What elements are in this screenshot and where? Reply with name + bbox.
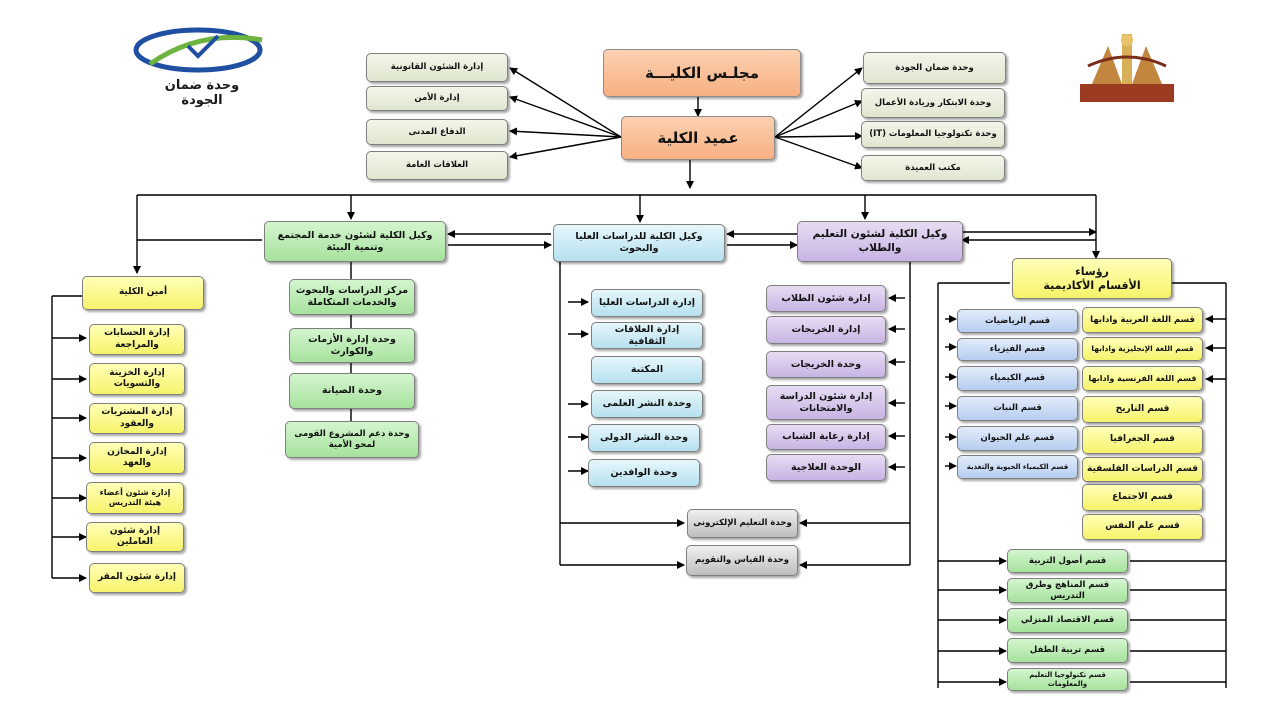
secretary-item: إدارة الحسابات والمراجعة: [89, 324, 185, 355]
education-department: قسم تربية الطفل: [1007, 638, 1128, 663]
science-department: قسم الرياضيات: [957, 309, 1078, 333]
department-heads-title-line1: رؤساء: [1075, 264, 1109, 278]
security-box: إدارة الأمن: [366, 86, 508, 111]
ain-shams-university-logo: [1080, 34, 1174, 102]
it-unit-box: وحدة تكنولوجيا المعلومات (IT): [861, 121, 1005, 148]
community-item: وحدة الصيانة: [289, 373, 415, 409]
education-item: إدارة رعاية الشباب: [766, 424, 886, 450]
arts-department: قسم اللغة العربية وادابها: [1082, 307, 1203, 333]
education-department: قسم أصول التربية: [1007, 549, 1128, 573]
graduate-item: إدارة الدراسات العليا: [591, 289, 703, 317]
education-item: إدارة شئون الدراسة والامتحانات: [766, 385, 886, 420]
department-heads-box: رؤساء الأقسام الأكاديمية: [1012, 258, 1172, 299]
vice-dean-community-box: وكيل الكلية لشئون خدمة المجتمع وتنمية ال…: [264, 221, 446, 262]
innovation-unit-box: وحدة الابتكار وريادة الأعمال: [861, 88, 1005, 118]
arts-department: قسم علم النفس: [1082, 514, 1203, 540]
civil-defense-box: الدفاع المدنى: [366, 119, 508, 145]
graduate-item: إدارة العلاقات الثقافية: [591, 322, 703, 349]
community-item: وحدة دعم المشروع القومى لمحو الأمية: [285, 421, 419, 458]
science-department: قسم الفيزياء: [957, 338, 1078, 361]
science-department: قسم الكيمياء الحيوية والتغذية: [957, 455, 1078, 479]
community-item: وحدة إدارة الأزمات والكوارث: [289, 328, 415, 363]
quality-unit-box: وحدة ضمان الجودة: [863, 52, 1006, 84]
secretary-item: إدارة الخزينة والتسويات: [89, 363, 185, 395]
graduate-item: وحدة الوافدين: [588, 459, 700, 487]
public-relations-box: العلاقات العامة: [366, 151, 508, 180]
science-department: قسم الكيمياء: [957, 366, 1078, 391]
arts-department: قسم الدراسات الفلسفية: [1082, 457, 1203, 482]
education-department: قسم الاقتصاد المنزلي: [1007, 608, 1128, 633]
college-council-box: مجلـس الكليـــة: [603, 49, 801, 97]
education-item: وحدة الخريجات: [766, 351, 886, 378]
vice-dean-education-box: وكيل الكلية لشئون التعليم والطلاب: [797, 221, 963, 262]
department-heads-title-line2: الأقسام الأكاديمية: [1043, 278, 1141, 292]
graduate-item: وحدة النشر الدولى: [588, 424, 700, 452]
science-department: قسم النبات: [957, 396, 1078, 421]
education-item: إدارة الخريجات: [766, 316, 886, 344]
secretary-item: إدارة شئون العاملين: [86, 522, 184, 552]
education-department: قسم تكنولوجيا التعليم والمعلومات: [1007, 668, 1128, 691]
arts-department: قسم الجغرافيا: [1082, 426, 1203, 454]
quality-unit-logo-text: وحدة ضمان الجودة: [164, 78, 240, 108]
arts-department: قسم اللغة الفرنسية وادابها: [1082, 366, 1203, 391]
community-item: مركز الدراسات والبحوث والخدمات المتكاملة: [289, 279, 415, 315]
secretary-item: إدارة المخازن والعهد: [89, 442, 185, 474]
education-department: قسم المناهج وطرق التدريس: [1007, 578, 1128, 603]
dean-box: عميد الكلية: [621, 116, 775, 160]
vice-dean-graduate-box: وكيل الكلية للدراسات العليا والبحوث: [553, 224, 725, 262]
legal-affairs-box: إدارة الشئون القانونية: [366, 53, 508, 82]
secretary-item: إدارة شئون أعضاء هيئة التدريس: [86, 482, 184, 514]
graduate-item: المكتبة: [591, 356, 703, 384]
quality-unit-logo: [133, 27, 263, 73]
college-secretary-box: أمين الكلية: [82, 276, 204, 310]
science-department: قسم علم الحيوان: [957, 426, 1078, 451]
assessment-unit-box: وحدة القياس والتقويم: [686, 545, 798, 576]
graduate-item: وحدة النشر العلمى: [591, 390, 703, 418]
arts-department: قسم الاجتماع: [1082, 484, 1203, 511]
secretary-item: إدارة شئون المقر: [89, 563, 185, 593]
arts-department: قسم اللغة الإنجليزية وادابها: [1082, 337, 1203, 361]
e-learning-unit-box: وحدة التعليم الإلكترونى: [687, 509, 798, 538]
education-item: الوحدة العلاجية: [766, 454, 886, 481]
dean-office-box: مكتب العميدة: [861, 155, 1005, 181]
arts-department: قسم التاريخ: [1082, 396, 1203, 423]
secretary-item: إدارة المشتريات والعقود: [89, 403, 185, 434]
education-item: إدارة شئون الطلاب: [766, 285, 886, 312]
